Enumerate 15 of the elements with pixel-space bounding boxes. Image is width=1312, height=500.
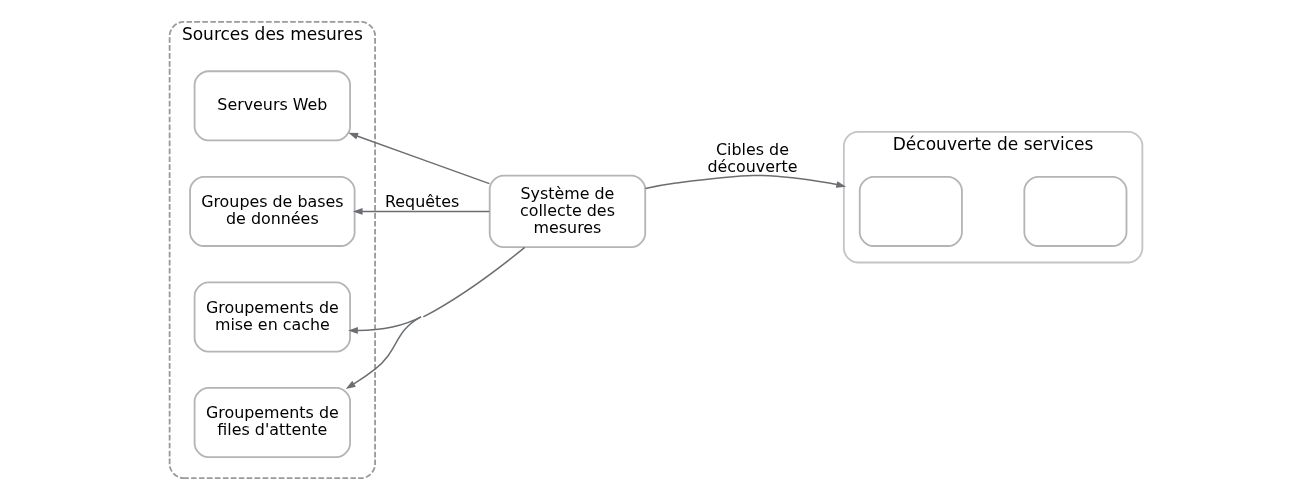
arrow: [348, 132, 491, 185]
node-box: Système de collecte des mesures: [488, 174, 647, 249]
arrow: [352, 207, 491, 215]
arrow: [644, 174, 847, 190]
node-box: Groupements de files d'attente: [193, 387, 351, 459]
edge-label: Cibles de découverte: [707, 139, 798, 176]
edge-label: Requêtes: [385, 192, 460, 212]
node-box: Serveurs Web: [193, 70, 351, 142]
node-box: Groupes de bases de données: [189, 175, 356, 247]
node-box: Groupements de mise en cache: [193, 281, 351, 353]
arrow: [345, 246, 526, 389]
node-box: [1023, 175, 1128, 247]
cluster: Découverte de services: [842, 131, 1144, 264]
node-box: [858, 175, 963, 247]
arrow: [348, 316, 422, 334]
